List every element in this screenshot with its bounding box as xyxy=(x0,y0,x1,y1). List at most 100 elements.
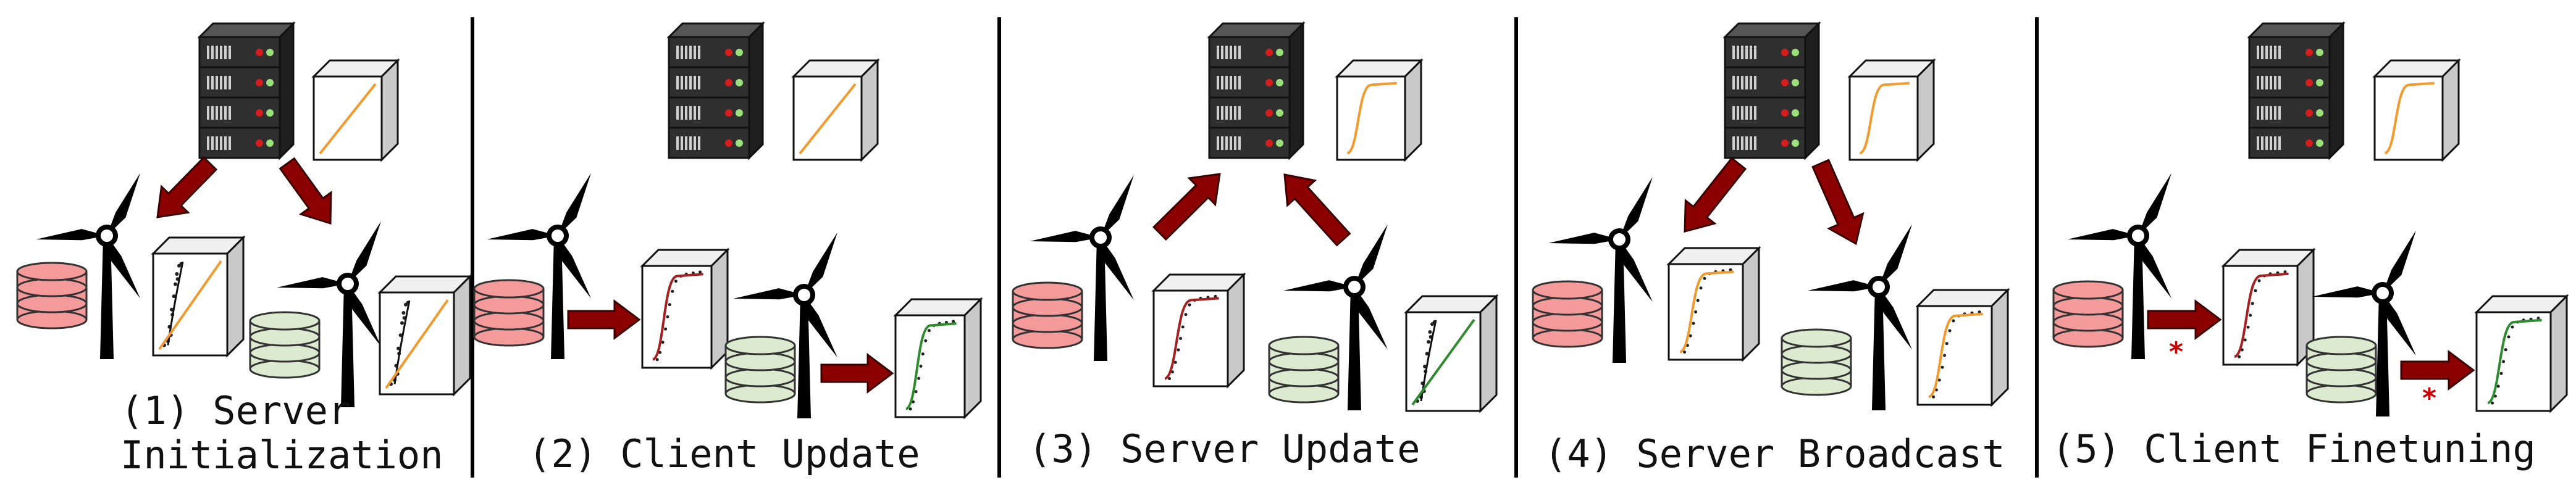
cdf-scatter-point xyxy=(2257,279,2261,283)
cdf-line xyxy=(385,299,449,389)
cdf-scatter-point xyxy=(2243,338,2247,342)
cdf-scatter-point xyxy=(1694,310,1698,313)
cdf-curve xyxy=(1859,81,1910,155)
cdf-curve xyxy=(2384,81,2435,155)
cdf-scatter-point xyxy=(1689,334,1692,338)
cdf-scatter-point xyxy=(1692,321,1695,325)
cdf-scatter-point xyxy=(921,352,925,356)
broadcast-arrow-client-b xyxy=(1811,159,1865,246)
caption-server-broadcast: (4) Server Broadcast xyxy=(1544,431,2005,476)
finetune-arrow-client-b xyxy=(2400,350,2475,391)
cdf-scatter-point xyxy=(1696,299,1700,302)
finetune-marker-client-b: * xyxy=(2422,383,2436,414)
cdf-scatter-point xyxy=(400,321,404,325)
caption-server-update: (3) Server Update xyxy=(1028,426,1420,471)
client-b-model-box xyxy=(377,274,472,397)
client-b-database-icon xyxy=(249,311,321,379)
client-a-model-box xyxy=(151,235,246,358)
cdf-curve xyxy=(1346,81,1397,155)
finetune-marker-client-a: * xyxy=(2169,336,2183,368)
server-model-box xyxy=(1335,58,1424,162)
wind-turbine-icon xyxy=(1808,224,1912,410)
wind-turbine-icon xyxy=(36,173,140,359)
client-b-model-box xyxy=(893,297,983,420)
cdf-scatter-point xyxy=(2254,289,2257,292)
wind-turbine-icon xyxy=(487,173,591,359)
server-rack-icon xyxy=(1722,21,1821,160)
cdf-scatter-point xyxy=(1945,342,1949,346)
client-a-database-icon xyxy=(16,262,88,329)
cdf-scatter-point xyxy=(655,358,659,362)
client-a-database-icon xyxy=(473,279,545,347)
broadcast-arrow-client-a xyxy=(1684,157,1747,233)
client-b-database-icon xyxy=(1781,328,1852,396)
cdf-scatter-point xyxy=(671,289,674,293)
client-a-database-icon xyxy=(1532,280,1603,348)
broadcast-arrow-client-a xyxy=(156,156,218,218)
broadcast-arrow-client-b xyxy=(279,157,332,225)
local-train-arrow-client-b xyxy=(820,353,894,394)
cdf-scatter-point xyxy=(914,390,918,394)
wind-turbine-icon xyxy=(1030,175,1134,361)
cdf-scatter-point xyxy=(1932,395,1936,399)
cdf-scatter-point xyxy=(1978,310,1981,314)
caption-server-initialization-line2: Initialization xyxy=(120,433,443,478)
cdf-scatter-point xyxy=(666,315,669,318)
cdf-scatter-point xyxy=(1937,378,1941,382)
cdf-curve xyxy=(1164,297,1219,380)
cdf-scatter-point xyxy=(172,294,176,299)
server-rack-icon xyxy=(197,21,296,160)
client-b-model-box xyxy=(1915,288,2010,407)
cdf-scatter-point xyxy=(1428,330,1432,334)
cdf-scatter-point xyxy=(2536,317,2540,320)
cdf-curve xyxy=(1679,270,1734,354)
cdf-scatter-point xyxy=(1173,360,1177,364)
cdf-scatter-point xyxy=(924,339,928,342)
cdf-line xyxy=(1411,318,1475,406)
cdf-scatter-point xyxy=(1427,340,1430,344)
cdf-scatter-point xyxy=(2499,371,2503,375)
client-b-database-icon xyxy=(724,336,796,404)
cdf-scatter-point xyxy=(1943,354,1947,357)
cdf-scatter-point xyxy=(1425,352,1429,356)
cdf-scatter-point xyxy=(1952,319,1955,323)
cdf-scatter-point xyxy=(2496,384,2500,388)
cdf-scatter-point xyxy=(1188,303,1191,307)
cdf-scatter-point xyxy=(398,333,403,338)
cdf-scatter-point xyxy=(1940,365,1944,369)
cdf-scatter-point xyxy=(1177,348,1180,352)
server-model-box xyxy=(1847,58,1936,162)
cdf-scatter-point xyxy=(401,311,406,315)
cdf-scatter-point xyxy=(1168,377,1172,381)
cdf-scatter-point xyxy=(2251,302,2254,305)
wind-turbine-icon xyxy=(733,232,837,418)
cdf-scatter-point xyxy=(927,329,931,333)
finetune-arrow-client-a xyxy=(2147,299,2222,340)
wind-turbine-icon xyxy=(2067,173,2171,359)
server-model-box xyxy=(311,58,400,162)
cdf-curve xyxy=(1928,312,1983,399)
client-a-database-icon xyxy=(1012,281,1083,349)
cdf-scatter-point xyxy=(1699,286,1703,290)
cdf-scatter-point xyxy=(2246,325,2250,329)
cdf-line xyxy=(158,260,222,350)
cdf-scatter-point xyxy=(1214,294,1217,298)
cdf-scatter-point xyxy=(674,280,678,283)
cdf-scatter-point xyxy=(668,303,671,307)
client-b-database-icon xyxy=(2305,336,2377,404)
client-b-database-icon xyxy=(1268,336,1340,404)
cdf-scatter-point xyxy=(952,320,955,323)
server-rack-icon xyxy=(2247,21,2346,160)
upload-arrow-client-b xyxy=(1283,173,1351,247)
cdf-curve xyxy=(2234,272,2289,358)
local-train-arrow-client-a xyxy=(567,299,641,340)
cdf-scatter-point xyxy=(1703,276,1706,280)
cdf-scatter-point xyxy=(1683,350,1687,354)
server-model-box xyxy=(791,58,880,162)
cdf-scatter-point xyxy=(2249,313,2252,317)
wind-turbine-icon xyxy=(277,221,381,407)
wind-turbine-icon xyxy=(1548,176,1653,363)
cdf-scatter-point xyxy=(175,272,179,276)
client-a-database-icon xyxy=(2052,280,2124,348)
client-a-model-box xyxy=(1151,272,1246,389)
